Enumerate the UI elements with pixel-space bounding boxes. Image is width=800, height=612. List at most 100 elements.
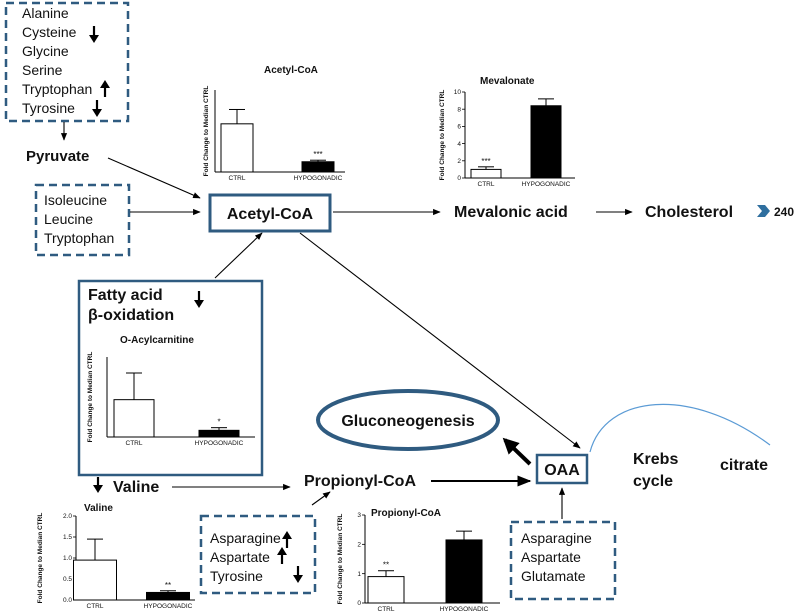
arrow <box>311 491 331 506</box>
amino-acid-box-4 <box>509 520 617 601</box>
cycle-label: cycle <box>633 473 673 490</box>
down-arrow-icon <box>194 291 204 308</box>
citrate-label: citrate <box>720 457 768 474</box>
gluconeogenesis-label: Gluconeogenesis <box>341 413 474 430</box>
y-tick-label: 2 <box>357 542 361 549</box>
up-arrow-icon <box>277 547 287 564</box>
significance-marker: * <box>217 418 220 427</box>
amino-acid-list-4: Asparagine Aspartate Glutamate <box>521 530 592 584</box>
arrow <box>299 232 581 449</box>
amino-item: Aspartate <box>521 549 581 565</box>
bar-ctrl <box>220 123 254 173</box>
chart-title: Valine <box>84 503 113 514</box>
significance-marker: *** <box>313 150 322 159</box>
amino-acid-list-3: Asparagine Aspartate Tyrosine <box>210 530 281 584</box>
down-arrow-icon <box>92 100 102 117</box>
category-label: HYPOGONADIC <box>440 606 489 612</box>
y-axis-label: Fold Change to Median CTRL <box>37 513 44 604</box>
amino-acid-list-2: Isoleucine Leucine Tryptophan <box>44 192 114 246</box>
chart-title: O-Acylcarnitine <box>120 335 194 346</box>
down-arrow-icon <box>89 26 99 43</box>
bar-ctrl <box>113 399 155 438</box>
krebs-cycle-arc <box>589 403 771 453</box>
up-arrow-icon <box>282 531 292 548</box>
arrow <box>107 157 201 199</box>
amino-item: Asparagine <box>210 530 281 546</box>
y-tick-label: 0 <box>357 600 361 607</box>
y-tick-label: 4 <box>457 141 461 148</box>
acetyl-coa-node <box>208 193 332 233</box>
bar-ctrl <box>73 559 117 601</box>
y-tick-label: 8 <box>457 106 461 113</box>
bar-hypogonadic <box>530 105 562 179</box>
fatty-acid-box <box>77 279 264 477</box>
y-tick-label: 1.5 <box>63 534 72 541</box>
acetyl-coa-label: Acetyl-CoA <box>227 206 314 223</box>
fatty-acid-label: Fatty acid <box>88 287 163 304</box>
mevalonic-acid-label: Mevalonic acid <box>454 204 568 221</box>
valine-label: Valine <box>113 479 159 496</box>
arrow <box>502 437 532 466</box>
category-label: HYPOGONADIC <box>144 603 193 610</box>
cholesterol-label: Cholesterol <box>645 204 733 221</box>
down-arrow-icon <box>93 477 103 493</box>
propionyl-coa-label: Propionyl-CoA <box>304 473 416 490</box>
amino-item: Serine <box>22 62 63 78</box>
significance-marker: ** <box>165 581 171 590</box>
y-tick-label: 2 <box>457 158 461 165</box>
amino-acid-box-1 <box>4 1 130 123</box>
y-tick-label: 0.0 <box>63 597 72 604</box>
y-tick-label: 1 <box>357 571 361 578</box>
category-label: CTRL <box>126 440 143 447</box>
page-number: 240 <box>774 205 794 219</box>
amino-item: Alanine <box>22 5 69 21</box>
amino-item: Aspartate <box>210 549 270 565</box>
amino-item: Tyrosine <box>22 100 75 116</box>
y-axis-label: Fold Change to Median CTRL <box>337 514 344 605</box>
category-label: HYPOGONADIC <box>522 181 571 188</box>
bar-hypogonadic <box>146 591 190 601</box>
bar-ctrl <box>367 576 405 604</box>
chart-title: Mevalonate <box>480 76 535 87</box>
category-label: HYPOGONADIC <box>195 440 244 447</box>
amino-item: Glycine <box>22 43 69 59</box>
bar-hypogonadic <box>301 161 335 173</box>
category-label: CTRL <box>229 175 246 182</box>
oaa-node <box>535 453 589 485</box>
oaa-label: OAA <box>544 462 580 479</box>
amino-acid-list-1: Alanine Cysteine Glycine Serine Tryptoph… <box>22 5 92 116</box>
y-tick-label: 0 <box>457 175 461 182</box>
bar-hypogonadic <box>445 539 483 604</box>
y-tick-label: 6 <box>457 124 461 131</box>
up-arrow-icon <box>100 80 110 97</box>
acetyl-coa-chart: Acetyl-CoA Fold Change to Median CTRL CTRL… <box>203 65 345 182</box>
amino-item: Tryptophan <box>44 230 114 246</box>
amino-item: Cysteine <box>22 24 77 40</box>
amino-item: Glutamate <box>521 568 586 584</box>
significance-marker: *** <box>481 157 490 166</box>
amino-item: Tyrosine <box>210 568 263 584</box>
amino-item: Tryptophan <box>22 81 92 97</box>
category-label: HYPOGONADIC <box>294 175 343 182</box>
arrow <box>214 232 263 279</box>
y-tick-label: 0.5 <box>63 576 72 583</box>
beta-oxidation-label: β-oxidation <box>88 307 174 324</box>
significance-marker: ** <box>383 561 389 570</box>
y-axis-label: Fold Change to Median CTRL <box>87 352 94 443</box>
amino-item: Isoleucine <box>44 192 107 208</box>
bar-hypogonadic <box>198 429 240 438</box>
category-label: CTRL <box>378 606 395 612</box>
pyruvate-label: Pyruvate <box>26 148 89 165</box>
y-axis-label: Fold Change to Median CTRL <box>203 86 210 177</box>
y-tick-label: 2.0 <box>63 513 72 520</box>
krebs-label: Krebs <box>633 451 678 468</box>
gluconeogenesis-node <box>316 389 500 451</box>
y-tick-label: 10 <box>454 89 462 96</box>
chart-title: Acetyl-CoA <box>264 65 318 76</box>
amino-acid-box-2 <box>34 183 131 257</box>
